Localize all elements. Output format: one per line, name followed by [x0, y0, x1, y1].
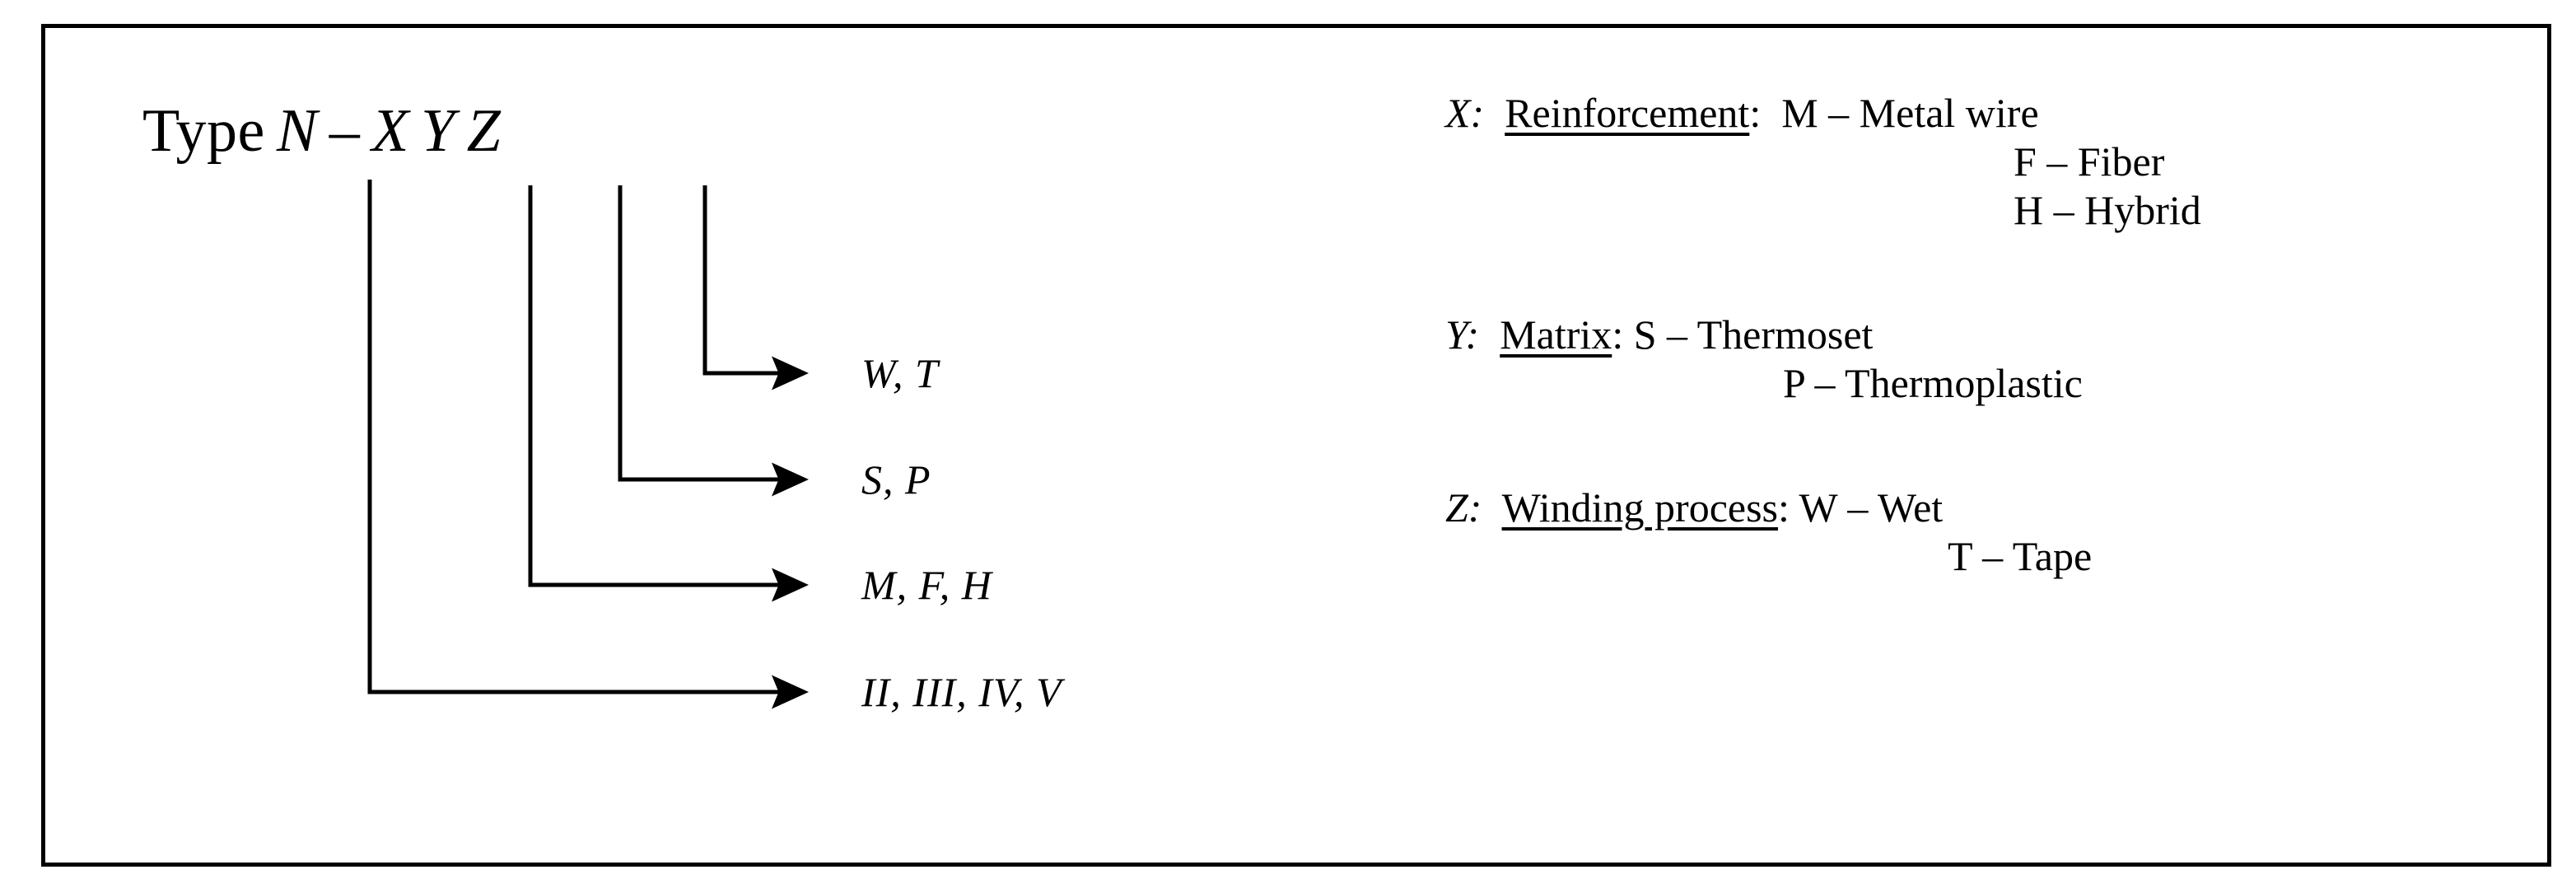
- legend-key-z: Z:: [1445, 484, 1482, 531]
- legend-option-x-1: F – Fiber: [2014, 138, 2165, 185]
- formula-dash: –: [329, 97, 361, 165]
- legend-colon-y: :: [1612, 311, 1624, 358]
- legend-group-z: Z: Winding process: W – Wet T – Tape: [1445, 484, 2516, 581]
- legend-colon-z: :: [1778, 484, 1790, 531]
- legend-colon-x: :: [1749, 90, 1762, 136]
- legend-key-x: X:: [1445, 90, 1485, 136]
- legend-option-x-2: H – Hybrid: [2014, 187, 2201, 233]
- legend-option-y-1: P – Thermoplastic: [1783, 360, 2083, 406]
- legend-key-y: Y:: [1445, 311, 1480, 358]
- legend-category-y: Matrix: [1500, 311, 1612, 358]
- legend-category-x: Reinforcement: [1505, 90, 1750, 136]
- formula-prefix: Type: [142, 97, 265, 165]
- legend-panel: X: Reinforcement: M – Metal wire F – Fib…: [1445, 89, 2516, 581]
- branch-label-x: M, F, H: [861, 562, 992, 608]
- formula-code-y: Y: [420, 97, 455, 165]
- branch-label-n: II, III, IV, V: [861, 669, 1062, 715]
- legend-group-x: X: Reinforcement: M – Metal wire F – Fib…: [1445, 89, 2516, 235]
- legend-category-z: Winding process: [1501, 484, 1779, 531]
- legend-head-x: X: Reinforcement: M – Metal wire: [1445, 89, 2516, 138]
- formula-code-z: Z: [466, 97, 502, 165]
- legend-option-x-0: M – Metal wire: [1781, 90, 2039, 136]
- branch-label-z: W, T: [861, 350, 939, 396]
- branch-label-y: S, P: [861, 456, 931, 503]
- formula-code-x: X: [371, 97, 409, 165]
- formula-code-n: N: [276, 97, 318, 165]
- legend-head-y: Y: Matrix: S – Thermoset: [1445, 311, 2516, 359]
- legend-option-y-0: S – Thermoset: [1633, 311, 1874, 358]
- legend-group-y: Y: Matrix: S – Thermoset P – Thermoplast…: [1445, 311, 2516, 408]
- legend-option-z-1: T – Tape: [1948, 533, 2093, 579]
- legend-option-z-0: W – Wet: [1799, 484, 1944, 531]
- legend-head-z: Z: Winding process: W – Wet: [1445, 484, 2516, 532]
